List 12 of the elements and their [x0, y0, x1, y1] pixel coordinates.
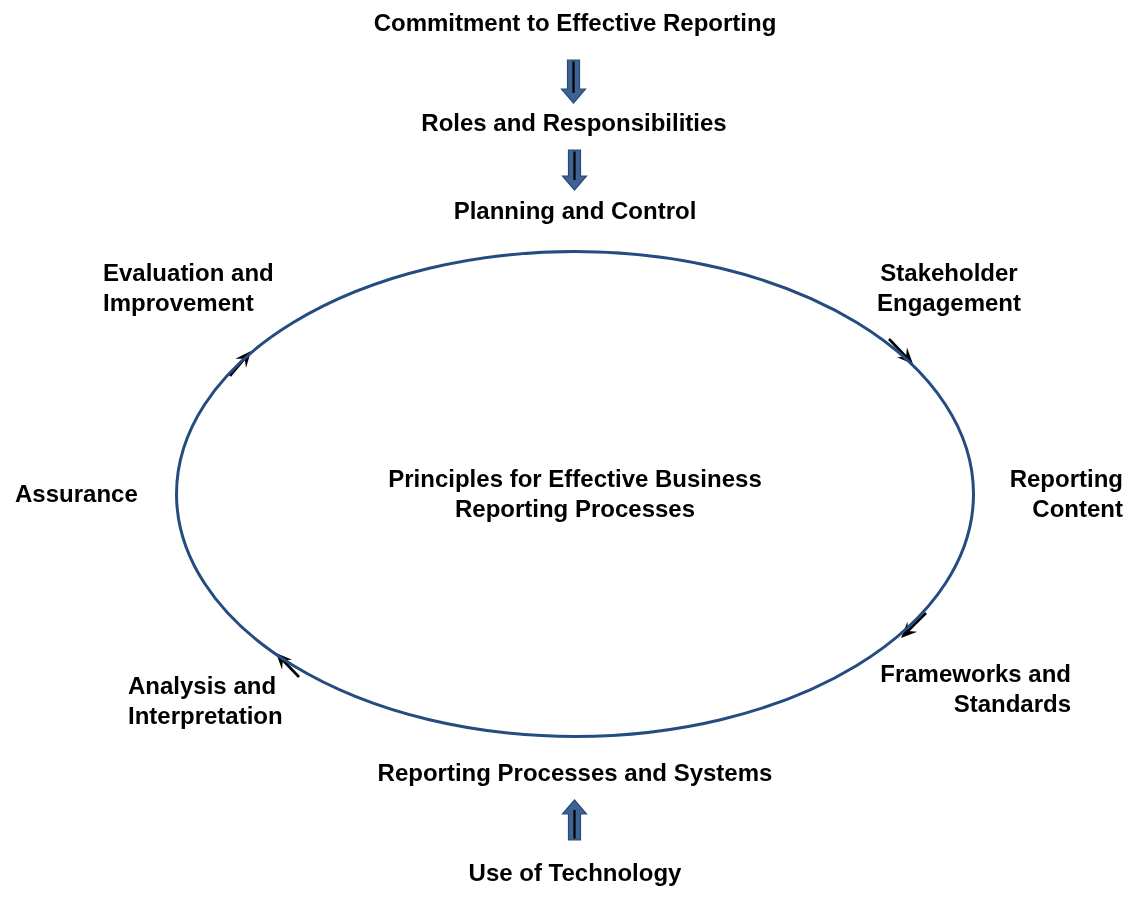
- step-label: Reporting Processes and Systems: [377, 758, 773, 788]
- center-text: Principles for Effective Business Reporting Processes: [387, 464, 763, 524]
- stage-label: Stakeholder Engagement: [876, 258, 1022, 318]
- stage-label: Frameworks and Standards: [879, 659, 1071, 719]
- step-label: Use of Technology: [468, 858, 682, 888]
- stage-label: Reporting Content: [1008, 464, 1123, 524]
- stage-label: Evaluation and Improvement: [103, 258, 275, 318]
- step-label: Roles and Responsibilities: [421, 108, 727, 138]
- step-label: Commitment to Effective Reporting: [373, 8, 777, 38]
- stage-label: Analysis and Interpretation: [128, 671, 284, 731]
- stage-label: Assurance: [15, 479, 139, 509]
- step-label: Planning and Control: [453, 196, 697, 226]
